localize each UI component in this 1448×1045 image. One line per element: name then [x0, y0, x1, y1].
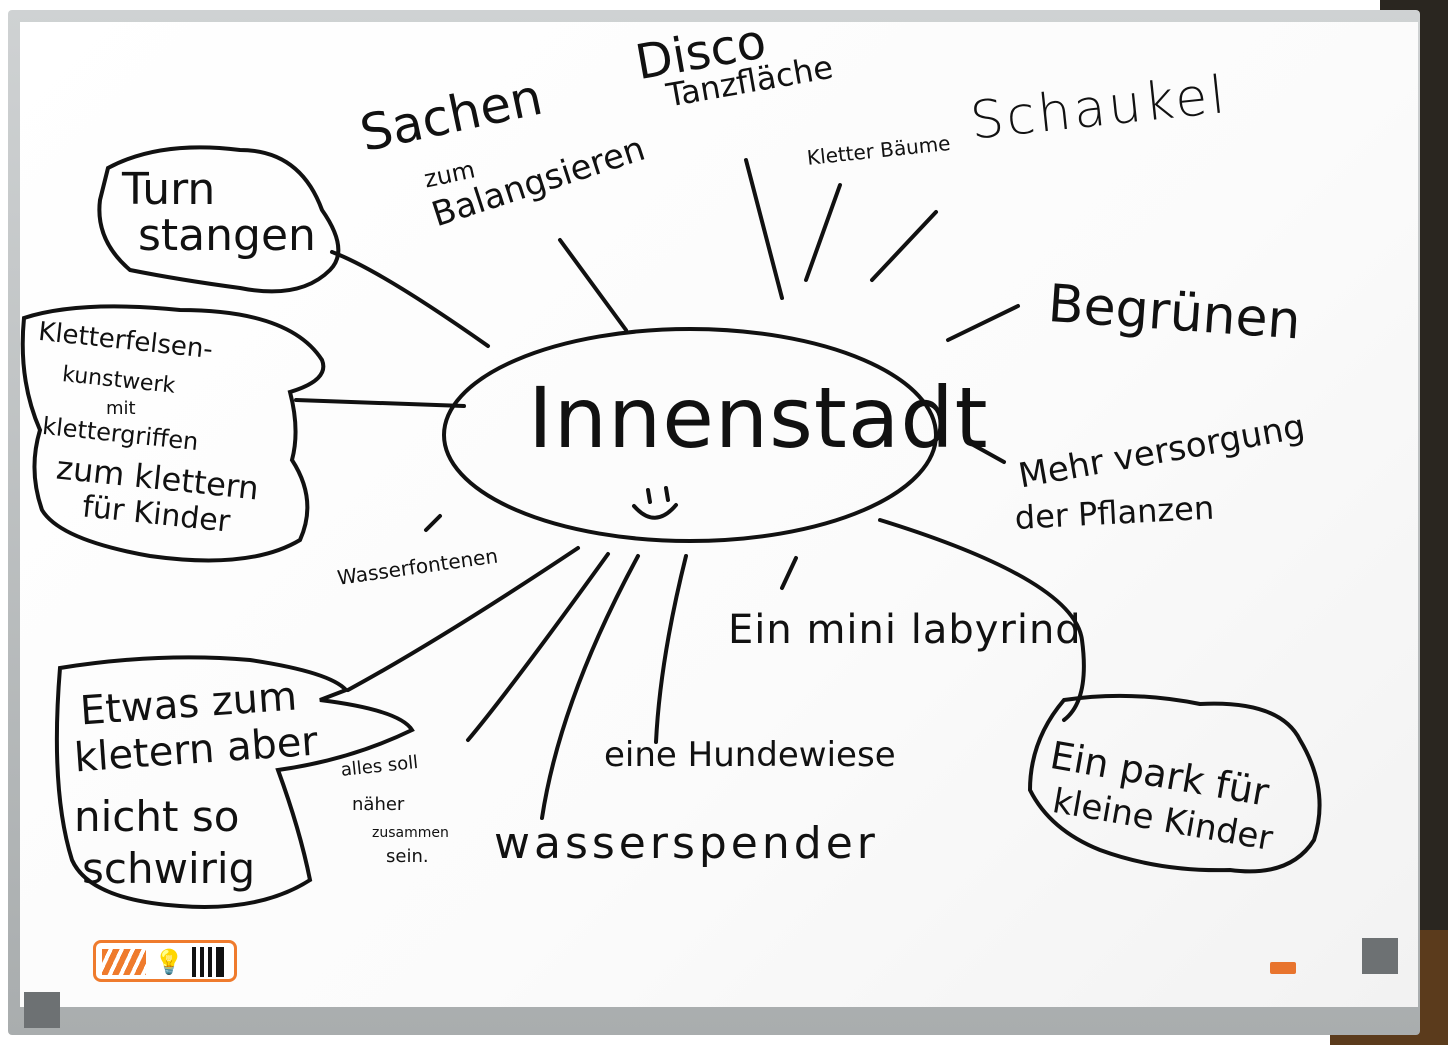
bubble-turnstangen-line-1: Turn: [122, 164, 216, 215]
orange-sticker: [1270, 962, 1296, 974]
center-ellipse: [442, 327, 938, 543]
note-der-pflanzen: der Pflanzen: [1013, 488, 1215, 537]
bubble-etwas-line-4: schwirig: [82, 844, 256, 893]
note-hundewiese: eine Hundewiese: [604, 735, 896, 775]
pencil-logo-icon: [102, 949, 146, 975]
bubble-kletterfelsen-line-3: mit: [106, 398, 136, 419]
bubble-kletterfelsen: [20, 304, 326, 563]
note-mini-labyrinth: Ein mini labyrind: [728, 607, 1082, 653]
note-wasserspender: wasserspender: [494, 818, 879, 869]
note-naeher: näher: [352, 794, 405, 815]
note-sein: sein.: [386, 846, 429, 867]
whiteboard-frame: [8, 10, 1420, 1035]
whiteboard-surface: [20, 22, 1418, 1007]
spokes: [294, 158, 1086, 820]
bubble-etwas-line-3: nicht so: [74, 792, 240, 841]
bubble-etwas-zum-klettern: [54, 655, 415, 909]
note-zusammen: zusammen: [372, 825, 449, 841]
smiley-icon: [632, 486, 678, 520]
lightbulb-icon: 💡: [154, 948, 184, 976]
center-title: Innenstadt: [528, 369, 989, 467]
frame-corner-bottom-right: [1362, 938, 1398, 974]
frame-corner-bottom-left: [24, 992, 60, 1028]
brand-badge: 💡: [93, 940, 237, 982]
qr-code-icon: [192, 947, 224, 977]
bubble-turnstangen: [97, 145, 341, 294]
bubble-park: [1027, 693, 1322, 874]
bubble-turnstangen-line-2: stangen: [138, 210, 316, 261]
